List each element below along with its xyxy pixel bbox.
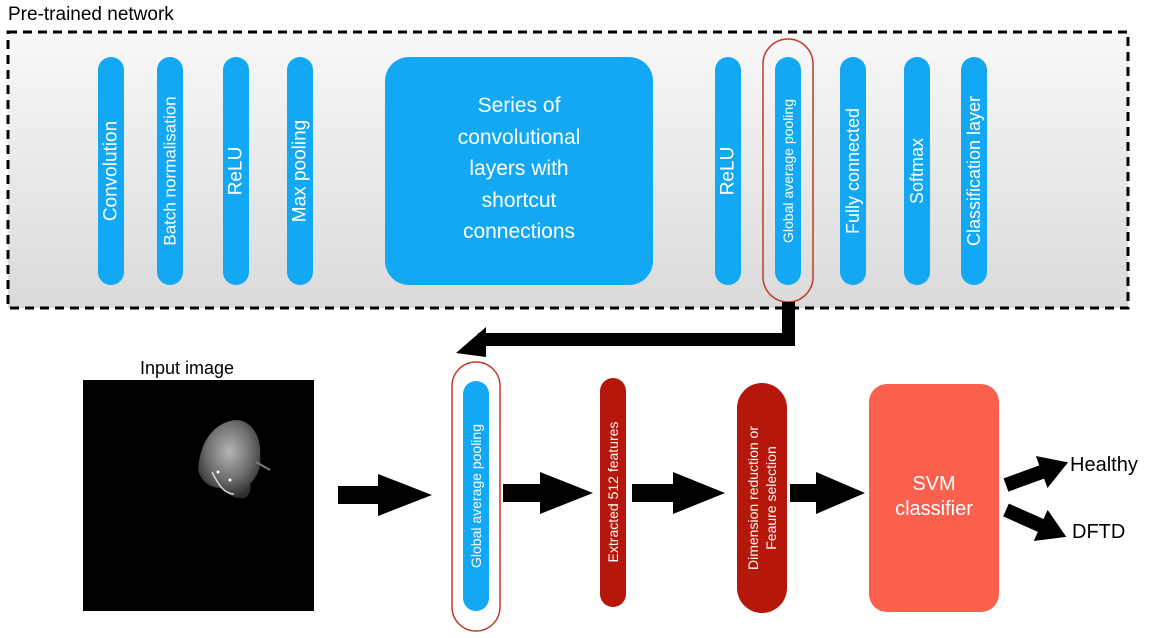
svm-classifier-label: SVM classifier xyxy=(895,473,973,520)
pipeline-gap-pill xyxy=(463,381,489,611)
extracted-features-label: Extracted 512 features xyxy=(605,421,621,563)
layer-convolution xyxy=(98,57,124,285)
arrow-to-dftd xyxy=(1003,503,1067,541)
arrow-to-healthy xyxy=(1003,456,1069,492)
dimension-reduction-pill xyxy=(737,383,787,613)
layer-relu-2 xyxy=(715,57,741,285)
layer-label-global-average-pooling: Global average pooling xyxy=(780,99,796,243)
dimension-reduction-label: Dimension reduction or Feaure selection xyxy=(744,426,779,570)
pipeline-gap-highlight xyxy=(451,361,501,632)
extract-arrow xyxy=(456,302,795,357)
layer-label-softmax: Softmax xyxy=(907,137,927,205)
layer-series-conv-block xyxy=(385,57,653,285)
layer-label-convolution: Convolution xyxy=(100,120,122,222)
layer-label-series-conv-block: Series of convolutional layers with shor… xyxy=(457,94,581,243)
layer-label-relu-1: ReLU xyxy=(225,146,247,196)
svm-classifier-block xyxy=(869,384,999,612)
layer-global-average-pooling xyxy=(775,57,801,285)
layer-label-batch-normalisation: Batch normalisation xyxy=(160,96,180,246)
layer-batch-normalisation xyxy=(157,57,183,285)
layer-label-classification: Classification layer xyxy=(964,95,984,247)
network-title: Pre-trained network xyxy=(8,4,174,25)
layer-label-fully-connected: Fully connected xyxy=(843,107,863,235)
pipeline-gap-label: Global average pooling xyxy=(468,424,484,568)
layer-label-max-pooling: Max pooling xyxy=(289,119,311,223)
tasmanian-devil-figure xyxy=(198,420,271,499)
extracted-features-pill xyxy=(600,378,626,607)
layer-fully-connected xyxy=(840,57,866,285)
layer-max-pooling xyxy=(287,57,313,285)
layer-relu-1 xyxy=(223,57,249,285)
input-image xyxy=(83,380,314,611)
arrow-gap-to-features xyxy=(503,472,593,514)
input-image-label: Input image xyxy=(140,358,235,378)
arrow-input-to-gap xyxy=(338,474,432,516)
arrow-reduction-to-svm xyxy=(790,472,865,514)
layer-classification xyxy=(961,57,987,285)
output-healthy: Healthy xyxy=(1070,454,1138,476)
layer-label-relu-2: ReLU xyxy=(717,146,739,196)
layer-softmax xyxy=(904,57,930,285)
output-dftd: DFTD xyxy=(1072,521,1126,543)
arrow-features-to-reduction xyxy=(632,472,725,514)
